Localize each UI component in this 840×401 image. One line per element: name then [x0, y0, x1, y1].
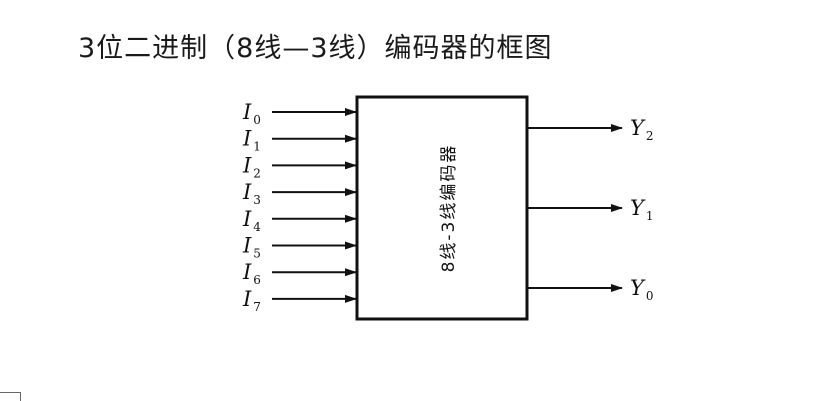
- output-label-y1-base: Y: [630, 196, 646, 220]
- input-label-i2-base: I: [242, 153, 252, 177]
- output-label-y0-base: Y: [630, 276, 646, 300]
- input-label-i5-subscript: 5: [253, 247, 261, 261]
- input-label-i1-base: I: [242, 127, 252, 151]
- input-label-i4-subscript: 4: [253, 220, 261, 234]
- input-label-i5-base: I: [242, 234, 252, 258]
- input-label-i2-subscript: 2: [253, 166, 261, 180]
- input-label-i1-subscript: 1: [253, 140, 261, 154]
- encoder-block-label: 8线-3线编码器: [439, 144, 459, 273]
- page-title: 3位二进制（8线—3线）编码器的框图: [78, 33, 553, 64]
- input-label-i6-subscript: 6: [253, 273, 261, 287]
- input-label-i3-base: I: [242, 180, 252, 204]
- input-label-i0-subscript: 0: [253, 113, 261, 127]
- output-label-y2-subscript: 2: [646, 129, 654, 143]
- input-label-i4-base: I: [242, 207, 252, 231]
- output-label-y2-base: Y: [630, 116, 646, 140]
- input-label-i0-base: I: [242, 100, 252, 124]
- corner-mark: [0, 392, 21, 401]
- output-label-y1-subscript: 1: [646, 209, 654, 223]
- input-label-i7-base: I: [242, 287, 252, 311]
- input-label-i3-subscript: 3: [253, 193, 261, 207]
- output-label-y0-subscript: 0: [646, 289, 654, 303]
- input-label-i6-base: I: [242, 260, 252, 284]
- input-label-i7-subscript: 7: [253, 300, 261, 314]
